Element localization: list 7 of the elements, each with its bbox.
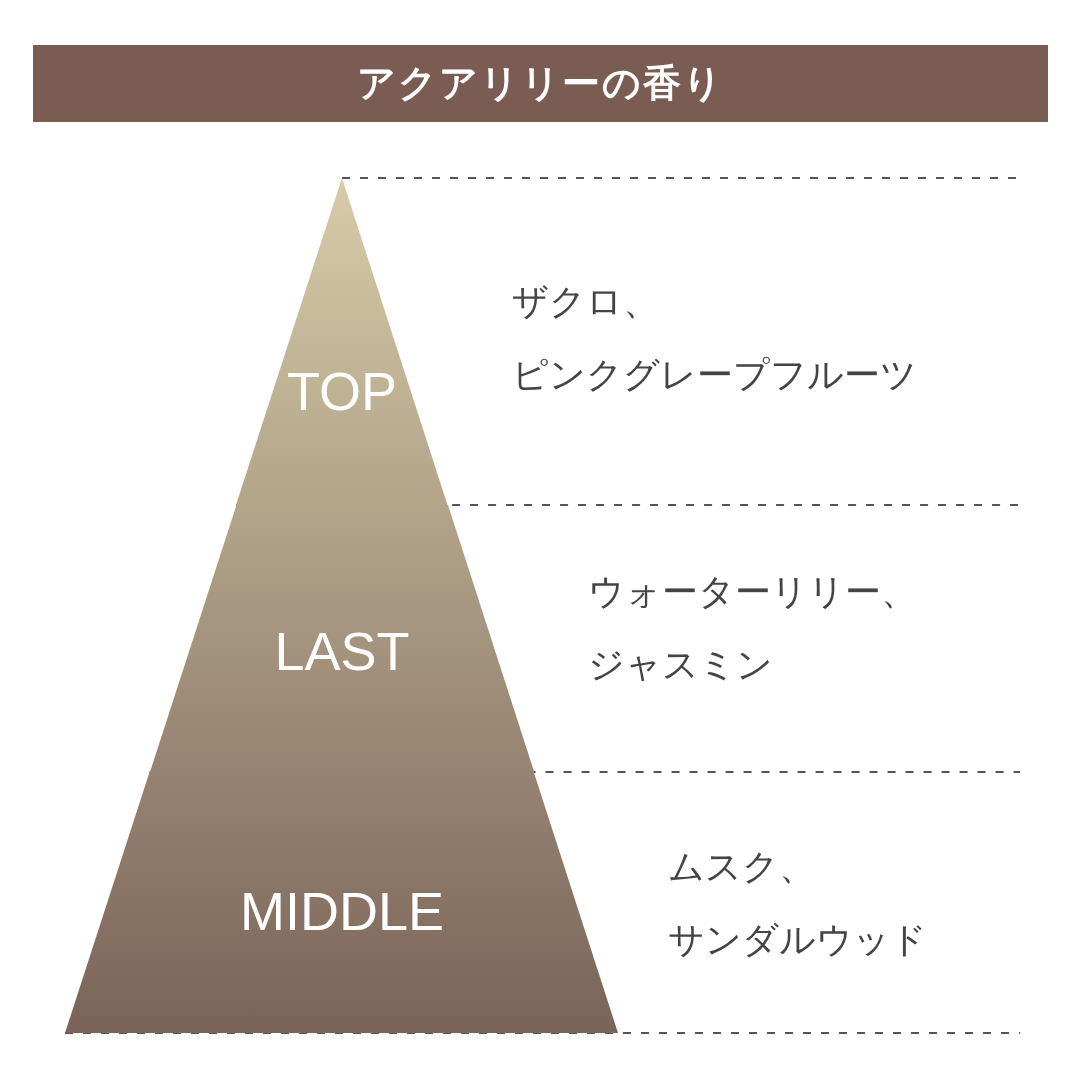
scent-notes: ムスク、サンダルウッド <box>668 845 927 962</box>
tier-label: LAST <box>274 620 410 682</box>
tier-label: TOP <box>286 360 397 422</box>
tier-label: MIDDLE <box>240 880 444 942</box>
scent-notes: ウォーターリリー、ジャスミン <box>588 570 917 687</box>
scent-notes: ザクロ、ピンクグレープフルーツ <box>512 280 917 397</box>
title-banner: アクアリリーの香り <box>33 45 1048 122</box>
